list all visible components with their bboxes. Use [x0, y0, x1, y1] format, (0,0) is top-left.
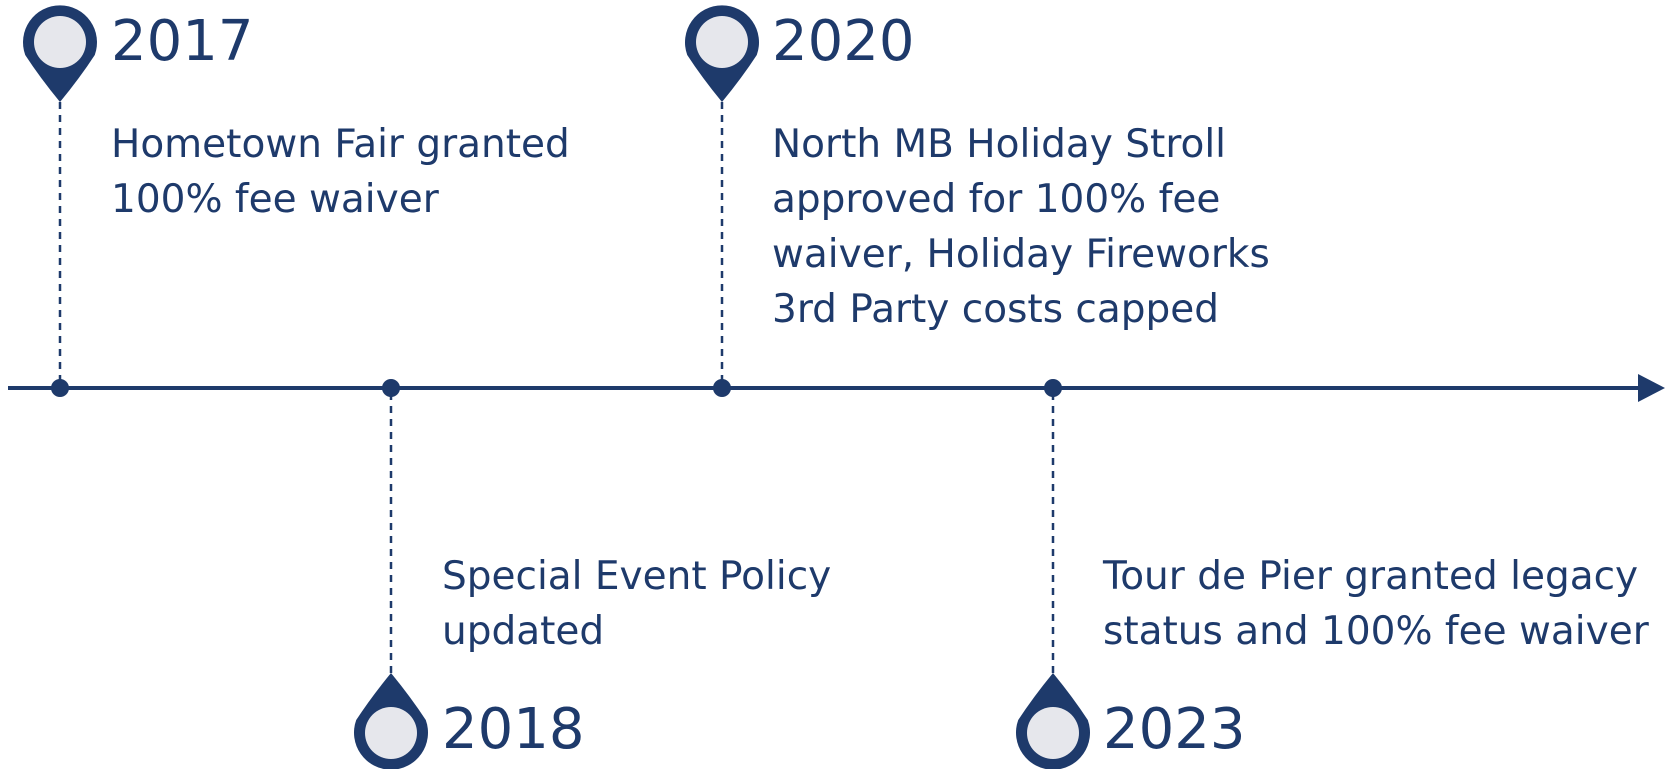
axis-dot — [51, 379, 69, 397]
event-description-2020: North MB Holiday Stroll approved for 100… — [772, 117, 1270, 337]
year-label-2018: 2018 — [442, 697, 585, 762]
pin-inner-circle — [1027, 707, 1079, 759]
timeline-arrowhead — [1638, 374, 1665, 402]
event-description-line: updated — [442, 609, 605, 654]
year-label-2023: 2023 — [1103, 697, 1246, 762]
event-description-line: status and 100% fee waiver — [1103, 609, 1649, 654]
event-description-line: 3rd Party costs capped — [772, 287, 1220, 332]
year-label-2020: 2020 — [772, 9, 915, 74]
pin-inner-circle — [365, 707, 417, 759]
event-description-line: Hometown Fair granted — [111, 122, 570, 167]
event-description-line: waiver, Holiday Fireworks — [772, 232, 1270, 277]
event-description-line: North MB Holiday Stroll — [772, 122, 1227, 167]
event-description-line: 100% fee waiver — [111, 177, 439, 222]
event-description-line: Tour de Pier granted legacy — [1103, 554, 1639, 599]
event-description-2017: Hometown Fair granted 100% fee waiver — [111, 117, 570, 227]
event-description-line: approved for 100% fee — [772, 177, 1221, 222]
event-description-2023: Tour de Pier granted legacy status and 1… — [1103, 549, 1649, 659]
year-label-2017: 2017 — [111, 9, 254, 74]
axis-dot — [713, 379, 731, 397]
axis-dot — [1044, 379, 1062, 397]
pin-inner-circle — [34, 16, 86, 68]
event-description-2018: Special Event Policy updated — [442, 549, 831, 659]
event-description-line: Special Event Policy — [442, 554, 832, 599]
pin-inner-circle — [696, 16, 748, 68]
axis-dot — [382, 379, 400, 397]
